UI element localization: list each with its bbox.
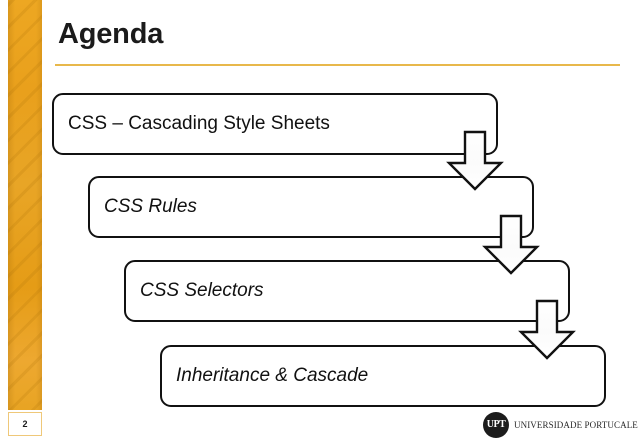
flow-box-label: Inheritance & Cascade [176,365,369,386]
page-number-text: 2 [22,418,28,429]
down-arrow-icon [446,130,504,192]
title-divider-rule [55,64,620,66]
flow-box-css-rules[interactable]: CSS Rules [88,176,534,238]
page-title: Agenda [58,18,164,50]
upt-logo-initials: UPT [486,419,506,430]
upt-logo-icon: UPT [483,412,509,438]
down-arrow-icon [482,214,540,276]
page-number-badge: 2 [8,412,42,436]
flow-box-css-cascading-style-sheets[interactable]: CSS – Cascading Style Sheets [52,93,498,155]
flow-box-label: CSS Selectors [140,280,264,301]
sidebar-right-shade [36,0,42,410]
flow-box-css-selectors[interactable]: CSS Selectors [124,260,570,322]
flow-box-inheritance-and-cascade[interactable]: Inheritance & Cascade [160,345,606,407]
flow-box-label: CSS Rules [104,196,197,217]
university-wordmark: UNIVERSIDADE PORTUCALENSE [514,420,638,430]
sidebar-accent-bar [8,0,42,410]
down-arrow-icon [518,299,576,361]
flow-box-label: CSS – Cascading Style Sheets [68,113,330,134]
sidebar-left-shade [8,0,15,410]
footer-logo: UPT UNIVERSIDADE PORTUCALENSE [483,412,638,438]
